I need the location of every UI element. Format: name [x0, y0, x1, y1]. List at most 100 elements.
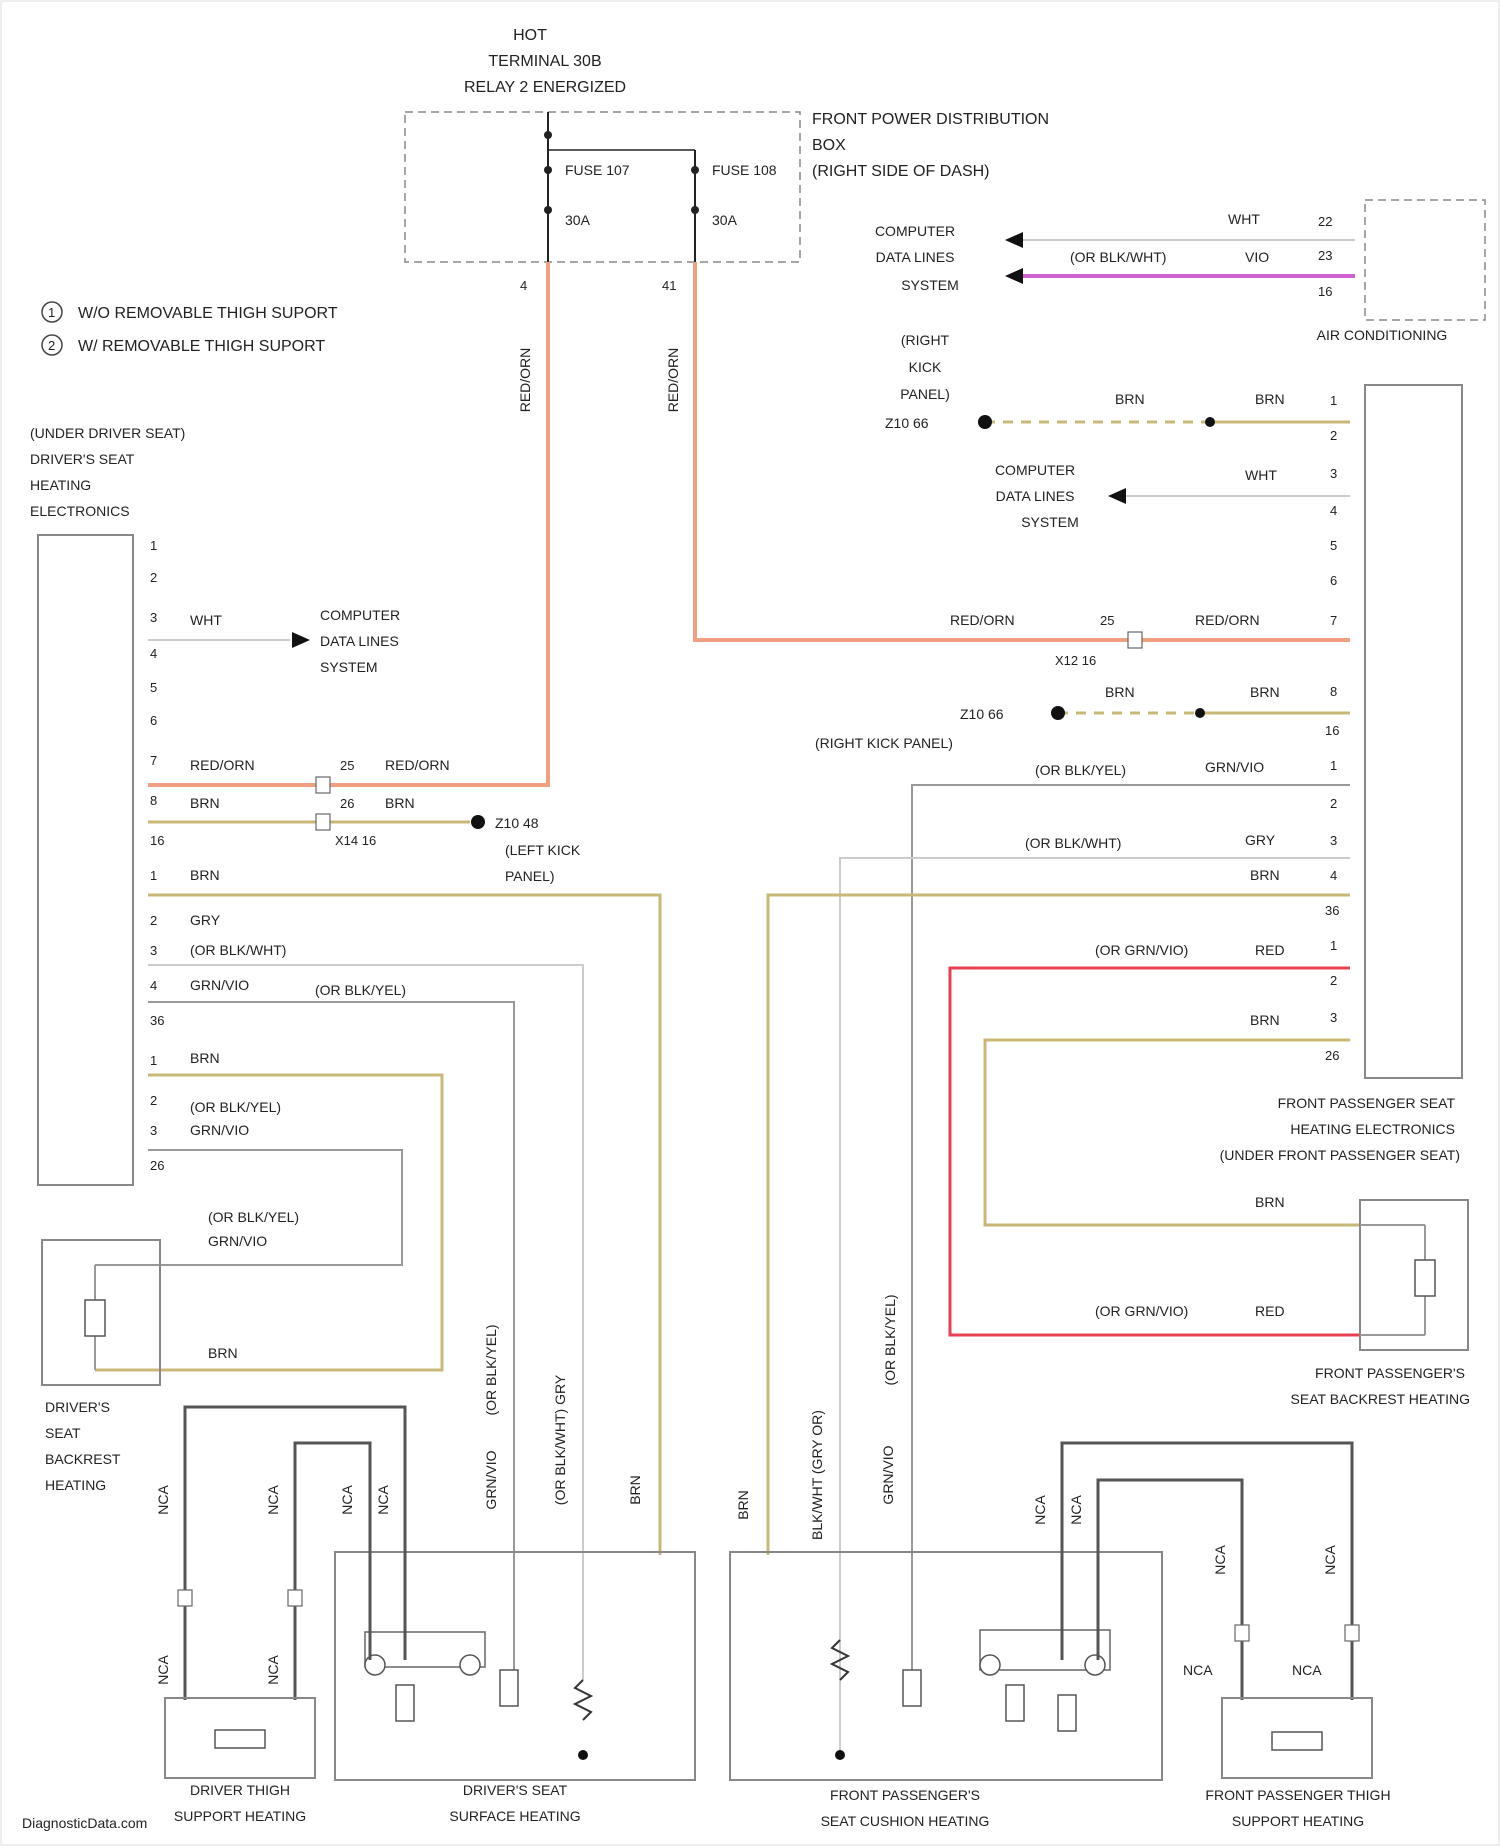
- wire-label-gry: GRY: [1245, 832, 1276, 848]
- pin-label: 22: [1318, 214, 1332, 229]
- legend-item-2: W/ REMOVABLE THIGH SUPORT: [78, 338, 325, 355]
- svg-text:1: 1: [1330, 938, 1337, 953]
- driver-module-label-4: ELECTRONICS: [30, 503, 130, 519]
- svg-text:1: 1: [150, 538, 157, 553]
- wire-label-brn: BRN: [208, 1345, 238, 1361]
- svg-text:7: 7: [150, 753, 157, 768]
- wire-label-or-blk-yel: (OR BLK/YEL): [1035, 762, 1126, 778]
- wire-nca-thigh-inner: [1098, 1480, 1242, 1700]
- legend-item-1: W/O REMOVABLE THIGH SUPORT: [78, 305, 338, 322]
- svg-text:2: 2: [150, 913, 157, 928]
- pin-label: 41: [662, 278, 676, 293]
- right-kick-2: KICK: [909, 359, 942, 375]
- driver-module-pins: 1 2 3 4 5 6 7 8 16 1 2 3 4 36 1 2 3 26: [150, 538, 164, 1173]
- wire-label-or-blk-wht: (OR BLK/WHT): [190, 942, 286, 958]
- ground-point: [471, 815, 485, 829]
- driver-backrest-label-1: DRIVER'S: [45, 1399, 110, 1415]
- cdl-left-3: SYSTEM: [320, 659, 378, 675]
- thermostat-icon: [460, 1655, 480, 1675]
- ground-z1066: Z10 66: [960, 706, 1004, 722]
- connector-icon: [178, 1590, 192, 1606]
- cdl-right-2: DATA LINES: [996, 488, 1075, 504]
- pass-thigh-label-1: FRONT PASSENGER THIGH: [1205, 1787, 1390, 1803]
- right-kick-panel: (RIGHT KICK PANEL): [815, 735, 953, 751]
- wire-label-brn: BRN: [1115, 391, 1145, 407]
- svg-text:3: 3: [1330, 466, 1337, 481]
- driver-module-label-2: DRIVER'S SEAT: [30, 451, 135, 467]
- heating-element-icon: [396, 1685, 414, 1721]
- temperature-sensor-icon: [575, 1680, 591, 1720]
- arrow-icon: [1108, 488, 1126, 504]
- wire-label-grn-vio: GRN/VIO: [483, 1450, 499, 1509]
- svg-text:1: 1: [1330, 758, 1337, 773]
- wire-label-brn: BRN: [1105, 684, 1135, 700]
- junction-dot: [691, 206, 699, 214]
- front-passenger-backrest-heating: [1360, 1200, 1468, 1350]
- cdl-left-2: DATA LINES: [320, 633, 399, 649]
- front-passenger-seat-heating-electronics: [1365, 385, 1462, 1078]
- svg-text:16: 16: [150, 833, 164, 848]
- wire-label-brn: BRN: [1250, 867, 1280, 883]
- fuse-108-label: FUSE 108: [712, 162, 777, 178]
- svg-text:36: 36: [150, 1013, 164, 1028]
- ground-z1066: Z10 66: [885, 415, 929, 431]
- air-conditioning-module: [1365, 200, 1485, 320]
- driver-backrest-label-4: HEATING: [45, 1477, 106, 1493]
- svg-text:2: 2: [1330, 973, 1337, 988]
- heating-element-icon: [215, 1730, 265, 1748]
- pass-cushion-label-2: SEAT CUSHION HEATING: [821, 1813, 990, 1829]
- junction-dot: [544, 206, 552, 214]
- junction-dot: [544, 131, 552, 139]
- thermostat-icon: [980, 1655, 1000, 1675]
- junction-dot: [1205, 417, 1215, 427]
- wire-label-nca: NCA: [339, 1485, 355, 1515]
- pin-label: 25: [1100, 613, 1114, 628]
- right-kick-1: (RIGHT: [901, 332, 950, 348]
- wire-label-brn: BRN: [190, 795, 220, 811]
- wire-label-or-blk-yel: (OR BLK/YEL): [483, 1324, 499, 1415]
- connector-icon: [1128, 632, 1142, 648]
- wire-nca-thigh-inner: [295, 1443, 370, 1700]
- cdl-top-2: DATA LINES: [876, 249, 955, 265]
- wire-label-vio: VIO: [1245, 249, 1269, 265]
- svg-text:4: 4: [1330, 503, 1337, 518]
- wire-label-or-grn-vio: (OR GRN/VIO): [1095, 1303, 1188, 1319]
- svg-text:6: 6: [150, 713, 157, 728]
- svg-text:4: 4: [150, 978, 157, 993]
- junction-dot: [1195, 708, 1205, 718]
- connector-icon: [288, 1590, 302, 1606]
- svg-text:6: 6: [1330, 573, 1337, 588]
- wire-label-nca: NCA: [375, 1485, 391, 1515]
- thermostat-icon: [365, 1655, 385, 1675]
- ground-point: [1051, 706, 1065, 720]
- wire-label-wht: WHT: [1228, 211, 1260, 227]
- heating-element-icon: [1058, 1695, 1076, 1731]
- wire-label-brn: BRN: [1250, 684, 1280, 700]
- svg-text:3: 3: [1330, 1010, 1337, 1025]
- driver-thigh-label-2: SUPPORT HEATING: [174, 1808, 306, 1824]
- svg-text:8: 8: [1330, 684, 1337, 699]
- svg-text:7: 7: [1330, 613, 1337, 628]
- wire-label-nca: NCA: [265, 1655, 281, 1685]
- junction-dot: [691, 166, 699, 174]
- wire-label-red-orn: RED/ORN: [517, 348, 533, 413]
- wire-label-grn-vio: GRN/VIO: [880, 1445, 896, 1504]
- pass-module-label-2: HEATING ELECTRONICS: [1290, 1121, 1455, 1137]
- title-line-3: RELAY 2 ENERGIZED: [464, 79, 626, 96]
- fuse-107-label: FUSE 107: [565, 162, 630, 178]
- power-box-label-3: (RIGHT SIDE OF DASH): [812, 163, 990, 180]
- wire-label-or-blk-wht: (OR BLK/WHT): [1070, 249, 1166, 265]
- wire-label-brn: BRN: [190, 867, 220, 883]
- legend-mark-1: 1: [48, 305, 55, 320]
- wire-label-brn: BRN: [1255, 1194, 1285, 1210]
- power-box-label-2: BOX: [812, 137, 846, 154]
- power-box-label-1: FRONT POWER DISTRIBUTION: [812, 111, 1049, 128]
- wire-label-red-orn: RED/ORN: [665, 348, 681, 413]
- pass-backrest-label-1: FRONT PASSENGER'S: [1315, 1365, 1465, 1381]
- connector-icon: [1235, 1625, 1249, 1641]
- cdl-right-1: COMPUTER: [995, 462, 1075, 478]
- driver-surface-label-2: SURFACE HEATING: [449, 1808, 580, 1824]
- svg-text:26: 26: [150, 1158, 164, 1173]
